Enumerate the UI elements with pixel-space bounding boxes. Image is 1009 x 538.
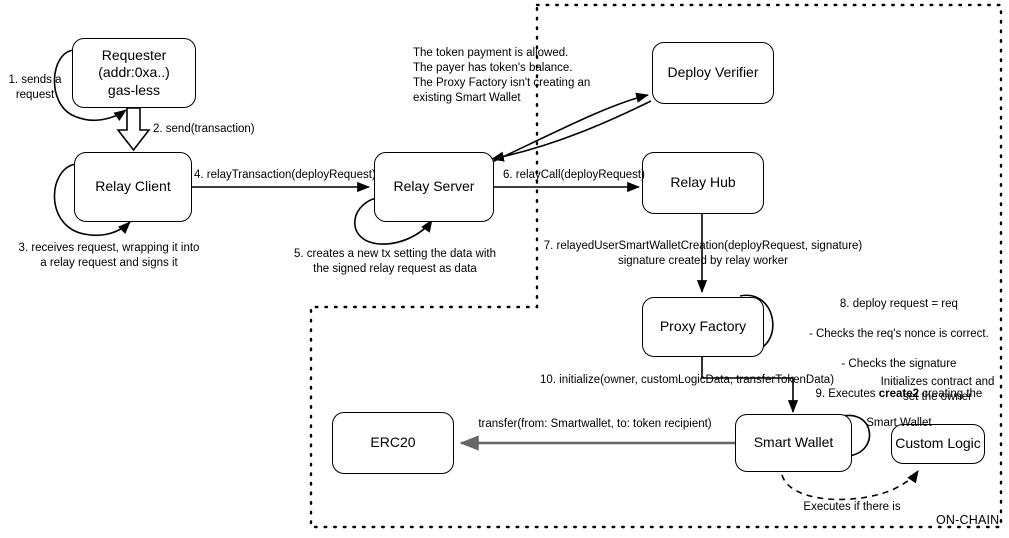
label-on-chain: ON-CHAIN bbox=[936, 513, 1000, 527]
node-relay-client-label: Relay Client bbox=[95, 178, 171, 195]
node-requester-line-1: Requester bbox=[101, 47, 167, 64]
factory-check-line-3: - Checks the signature bbox=[841, 357, 957, 370]
node-relay-server[interactable]: Relay Server bbox=[374, 152, 494, 222]
connector-smart-wallet-to-custom-logic bbox=[781, 469, 919, 501]
node-requester-line-3: gas-less bbox=[107, 81, 161, 98]
node-requester[interactable]: Requester (addr:0xa..) gas-less bbox=[72, 38, 196, 108]
label-step-7: 7. relayedUserSmartWalletCreation(deploy… bbox=[543, 240, 863, 267]
node-relay-hub-label: Relay Hub bbox=[670, 174, 736, 191]
label-step-4: 4. relayTransaction(deployRequest) bbox=[194, 169, 376, 181]
label-executes-if-there-is: Executes if there is bbox=[803, 501, 901, 513]
label-step-5: 5. creates a new tx setting the data wit… bbox=[293, 248, 496, 275]
label-transfer: transfer(from: Smartwallet, to: token re… bbox=[478, 418, 712, 430]
node-relay-client[interactable]: Relay Client bbox=[74, 152, 192, 222]
node-erc20-label: ERC20 bbox=[370, 434, 416, 451]
label-verifier-conditions: The token payment is allowed. The payer … bbox=[413, 47, 591, 104]
node-requester-line-2: (addr:0xa..) bbox=[98, 64, 170, 81]
label-step-2: 2. send(transaction) bbox=[153, 123, 255, 135]
connector-requester-to-relay-client bbox=[116, 107, 151, 152]
factory-check-line-5: Smart Wallet bbox=[866, 417, 932, 430]
node-relay-server-label: Relay Server bbox=[393, 178, 475, 195]
factory-check-line-2: - Checks the req's nonce is correct. bbox=[808, 327, 989, 340]
node-relay-hub[interactable]: Relay Hub bbox=[642, 152, 764, 214]
node-erc20[interactable]: ERC20 bbox=[332, 412, 454, 474]
label-initializes-contract: Initializes contract and set the owner bbox=[880, 376, 995, 403]
label-step-1: 1. sends a request bbox=[8, 74, 62, 101]
node-deploy-verifier-label: Deploy Verifier bbox=[667, 64, 759, 81]
connector-deploy-verifier-to-relay-server bbox=[491, 100, 652, 162]
node-deploy-verifier[interactable]: Deploy Verifier bbox=[652, 42, 774, 104]
label-step-3: 3. receives request, wrapping it into a … bbox=[18, 242, 200, 269]
factory-check-line-1: 8. deploy request = req bbox=[839, 297, 958, 310]
label-proxy-factory-checks: 8. deploy request = req - Checks the req… bbox=[785, 282, 1000, 446]
label-step-6: 6. relayCall(deployRequest) bbox=[503, 169, 645, 181]
node-proxy-factory[interactable]: Proxy Factory bbox=[642, 297, 764, 357]
node-proxy-factory-label: Proxy Factory bbox=[659, 318, 747, 335]
